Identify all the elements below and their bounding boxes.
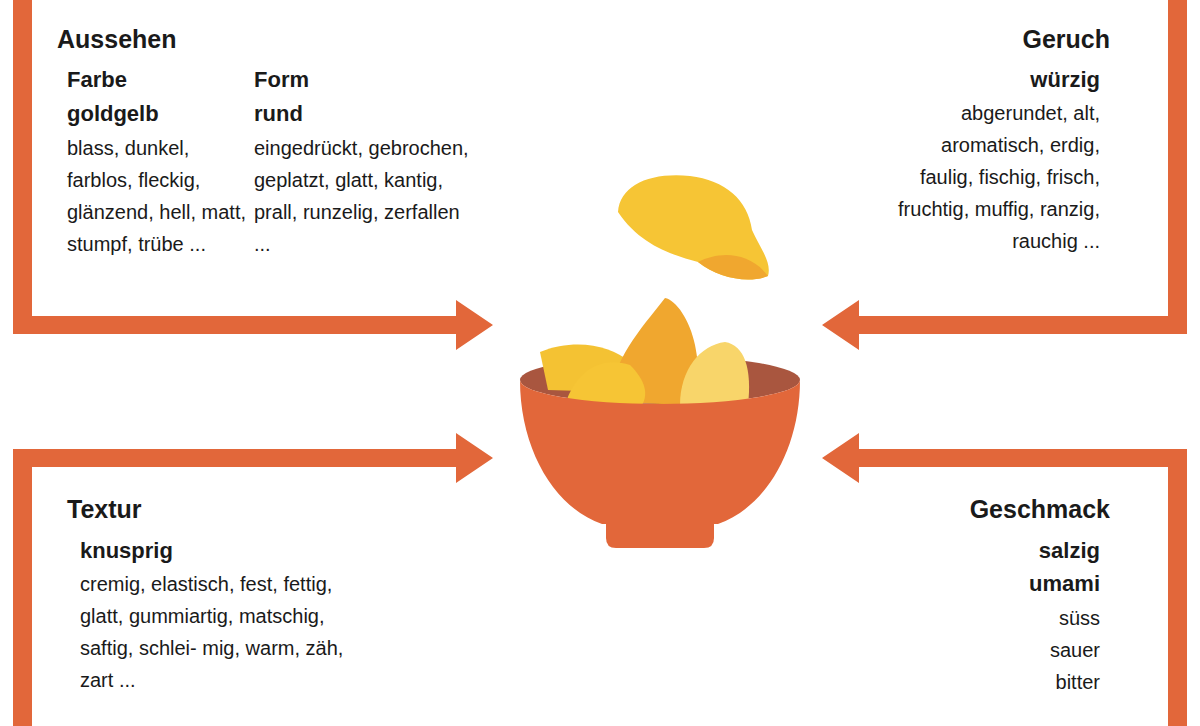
- chip-bowl: [520, 175, 800, 548]
- group-heading: Aussehen: [57, 22, 357, 56]
- taste-term: süss: [900, 602, 1100, 634]
- group-heading: Geschmack: [810, 492, 1110, 526]
- group-heading: Textur: [67, 492, 367, 526]
- term-list: abgerundet, alt, aromatisch, erdig, faul…: [885, 97, 1100, 257]
- key-term: knusprig: [80, 535, 340, 567]
- bowl-foot: [606, 522, 714, 548]
- term-list: cremig, elastisch, fest, fettig, glatt, …: [80, 568, 350, 696]
- term-list: blass, dunkel, farblos, fleckig, glänzen…: [67, 132, 252, 260]
- frame-arrow: [13, 433, 493, 726]
- group-heading: Geruch: [810, 22, 1110, 56]
- key-term: würzig: [880, 64, 1100, 96]
- taste-term: sauer: [900, 634, 1100, 666]
- key-term: rund: [254, 98, 454, 130]
- term-list: eingedrückt, gebrochen, geplatzt, glatt,…: [254, 132, 476, 260]
- frame-arrows: [13, 0, 1187, 726]
- taste-term: bitter: [900, 666, 1100, 698]
- key-term: salzig: [900, 535, 1100, 567]
- chip-shade: [698, 255, 768, 279]
- sub-heading: Farbe: [67, 64, 247, 96]
- bowl-body: [520, 380, 800, 524]
- sub-heading: Form: [254, 64, 454, 96]
- key-term: umami: [900, 568, 1100, 600]
- frame-arrow: [822, 433, 1187, 726]
- key-term: goldgelb: [67, 98, 247, 130]
- chip: [680, 342, 749, 405]
- chip: [618, 175, 769, 279]
- frame-arrow: [822, 0, 1187, 350]
- frame-arrow: [13, 0, 493, 350]
